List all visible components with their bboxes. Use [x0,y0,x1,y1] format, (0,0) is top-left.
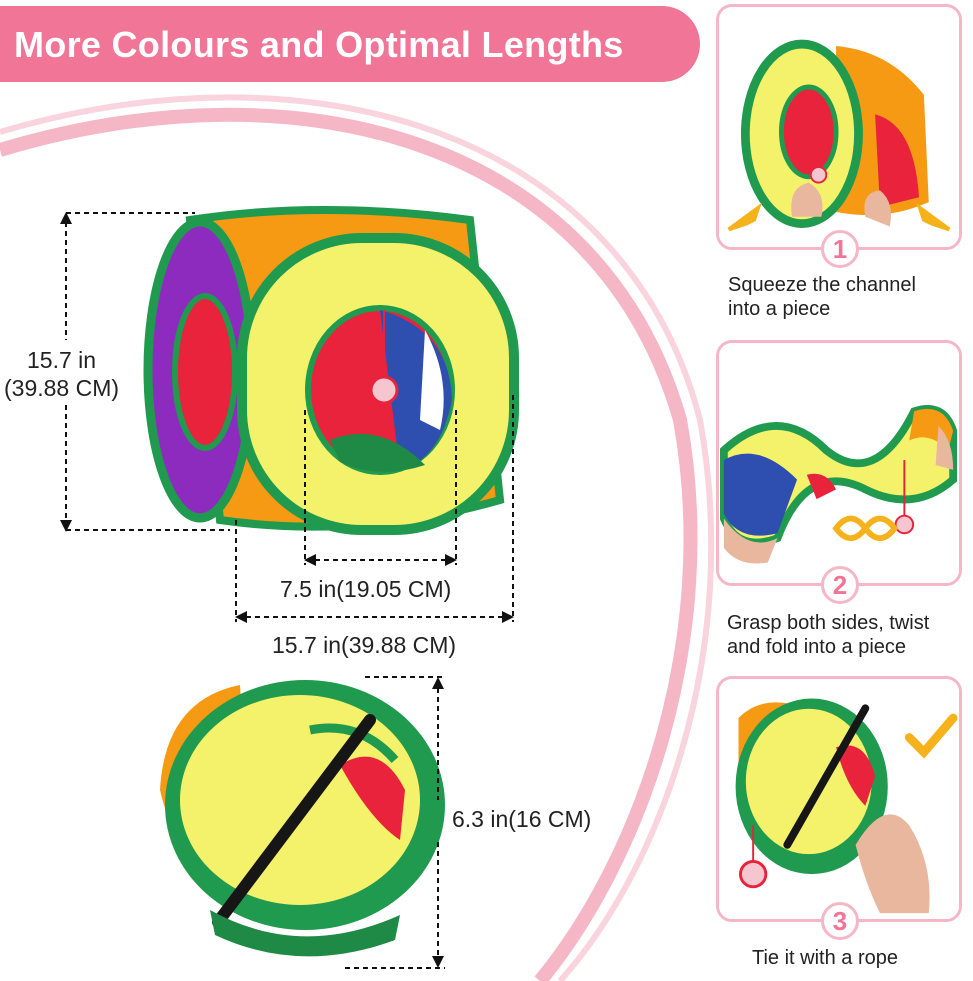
width-dimension-line [235,395,514,623]
step-3-caption-line1: Tie it with a rope [752,947,898,969]
folded-tunnel-image [160,680,445,957]
height-cm-text: (39.88 CM) [4,375,120,401]
step-2-caption-line2: and fold into a piece [727,636,907,658]
height-label: 15.7 in (39.88 CM) [4,346,119,402]
step-2-caption: Grasp both sides, twist and fold into a … [727,611,929,659]
opening-label: 7.5 in(19.05 CM) [280,576,452,602]
height-dimension-line [60,212,230,532]
step-1-caption-line2: into a piece [728,298,831,320]
squeeze-illustration [719,7,959,247]
step-1-caption: Squeeze the channel into a piece [728,273,916,321]
folded-label: 6.3 in(16 CM) [452,806,592,832]
step-3-card [716,676,962,922]
step-1-number-badge: 1 [821,230,859,268]
cube-tunnel-image [143,206,519,535]
step-3-number-badge: 3 [821,902,859,940]
rope-strap [212,714,376,928]
step-3-caption: Tie it with a rope [752,946,898,970]
width-label: 15.7 in(39.88 CM) [272,632,457,658]
height-in-text: 15.7 in [26,347,97,373]
tie-illustration [719,679,959,919]
toy-ball [369,375,399,405]
step-2-number-badge: 2 [821,566,859,604]
step-1-card [716,4,962,250]
step-1-caption-line1: Squeeze the channel [728,274,916,296]
step-2-caption-line1: Grasp both sides, twist [727,612,930,634]
side-opening [172,293,238,451]
twist-illustration [719,343,959,583]
step-2-card [716,340,962,586]
title-banner: More Colours and Optimal Lengths [0,6,700,82]
folded-dimension-line [345,676,445,969]
opening-dimension-line [304,410,457,566]
banner-title: More Colours and Optimal Lengths [14,24,624,65]
